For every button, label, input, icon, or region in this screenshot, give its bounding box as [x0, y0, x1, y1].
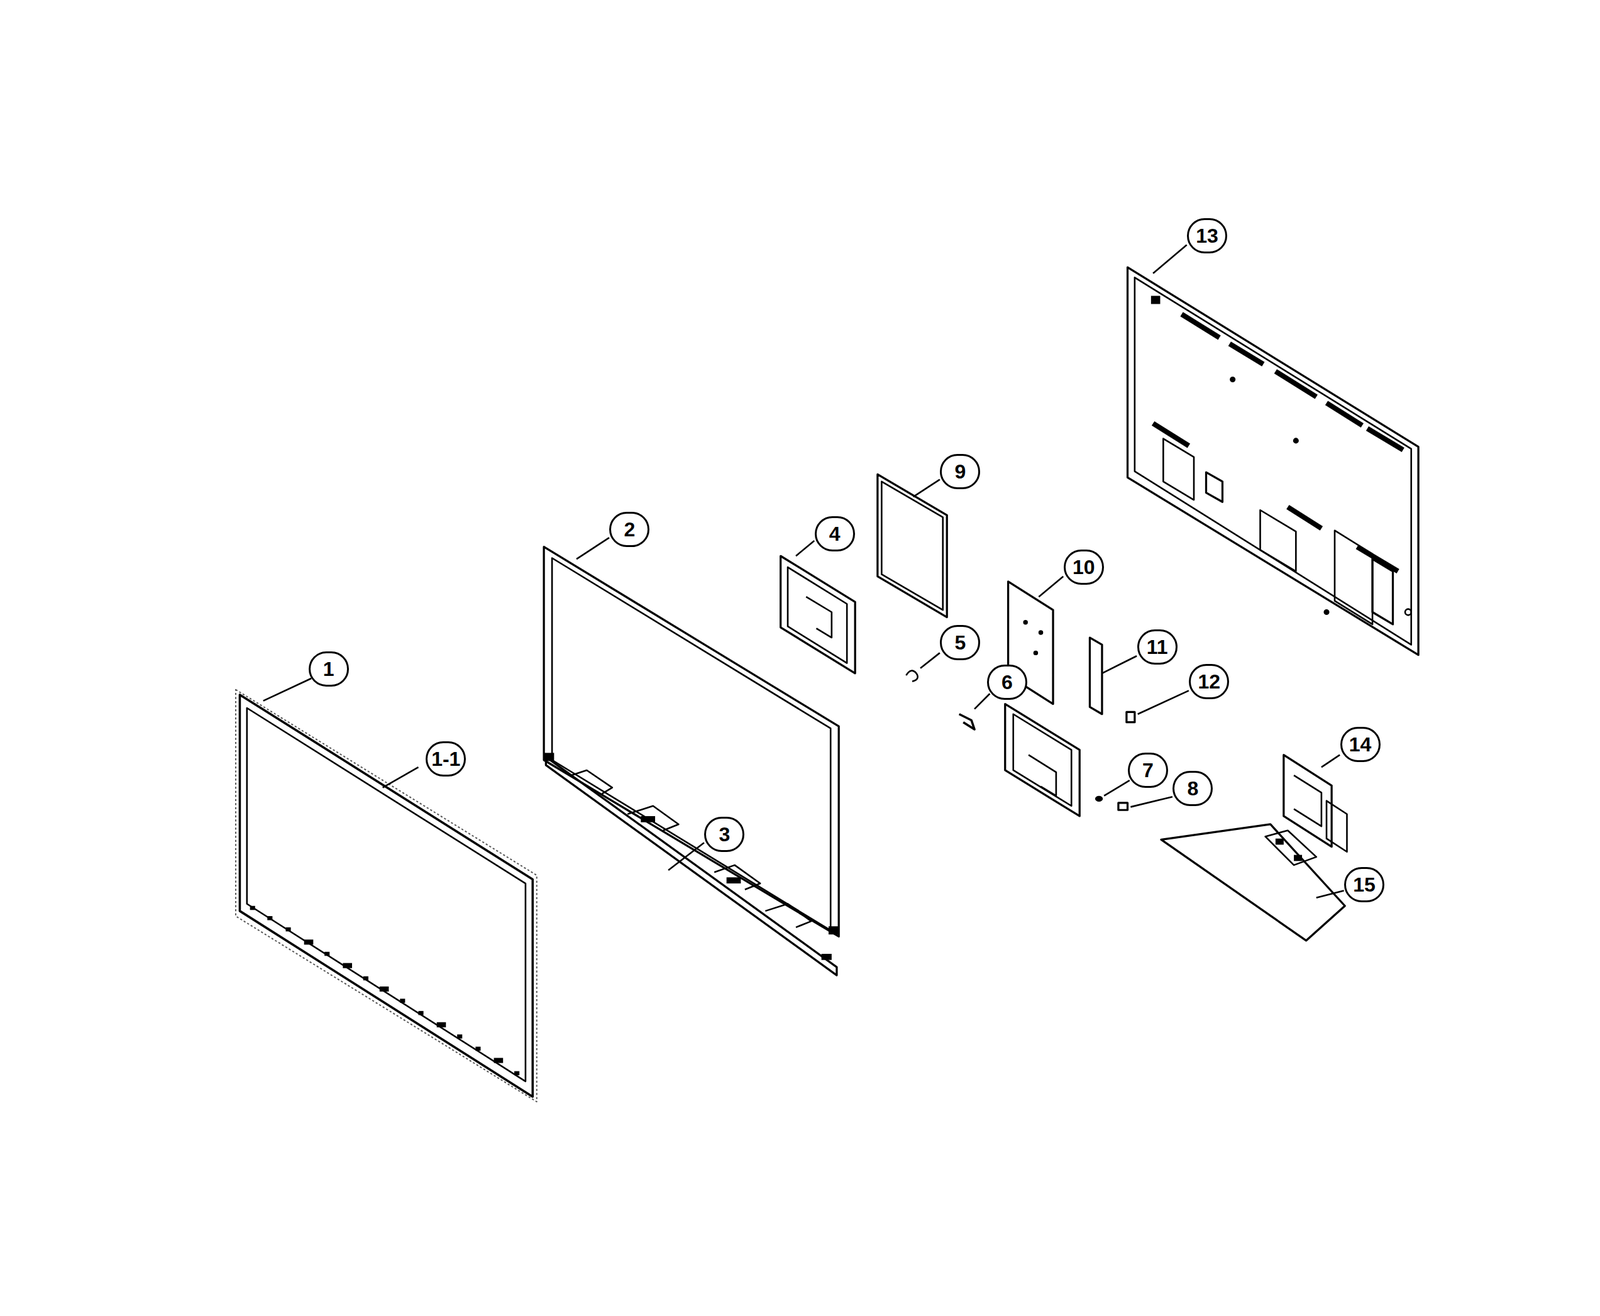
bottom-bar	[545, 756, 837, 976]
leader-line	[1103, 780, 1130, 796]
callout-number: 5	[939, 624, 981, 661]
inner-frame	[543, 546, 839, 937]
leader-line	[974, 693, 990, 709]
leader-line	[1316, 890, 1345, 898]
callout-number: 7	[1127, 752, 1169, 788]
back-cover	[1127, 267, 1419, 656]
leader-line	[263, 678, 312, 701]
stand-bracket	[1283, 755, 1348, 852]
leader-line	[668, 842, 705, 871]
leader-line	[1321, 755, 1340, 767]
leader-line	[576, 537, 610, 559]
callout-number: 3	[704, 816, 745, 852]
callout-number: 1-1	[425, 741, 466, 777]
callout-number: 15	[1344, 866, 1385, 903]
strip-board	[1089, 637, 1102, 715]
callout-number: 12	[1188, 663, 1230, 700]
bracket	[1005, 704, 1080, 817]
circuit-board	[877, 474, 947, 617]
callout-number: 8	[1172, 770, 1213, 806]
callout-number: 2	[609, 511, 650, 547]
small-part	[905, 670, 918, 682]
leader-line	[382, 766, 419, 788]
callout-number: 9	[939, 453, 981, 490]
callout-number: 10	[1063, 549, 1104, 585]
small-part	[1118, 802, 1128, 810]
callout-number: 6	[987, 664, 1028, 700]
leader-line	[1102, 655, 1137, 674]
leader-line	[920, 652, 940, 668]
stand-base	[1161, 824, 1345, 941]
callout-number: 1	[308, 651, 349, 687]
leader-line	[795, 540, 815, 556]
small-part	[1095, 796, 1103, 801]
leader-line	[1153, 244, 1187, 273]
leader-line	[1137, 690, 1189, 714]
callout-number: 4	[814, 516, 856, 552]
callout-number: 11	[1137, 629, 1178, 665]
leader-line	[913, 479, 940, 498]
small-part	[1126, 711, 1135, 722]
front-bezel	[235, 689, 537, 1102]
callout-number: 14	[1340, 726, 1381, 762]
leader-line	[1130, 796, 1173, 807]
small-part	[959, 714, 975, 730]
leader-line	[1038, 576, 1064, 597]
callout-number: 13	[1186, 218, 1228, 254]
bracket	[780, 555, 856, 674]
